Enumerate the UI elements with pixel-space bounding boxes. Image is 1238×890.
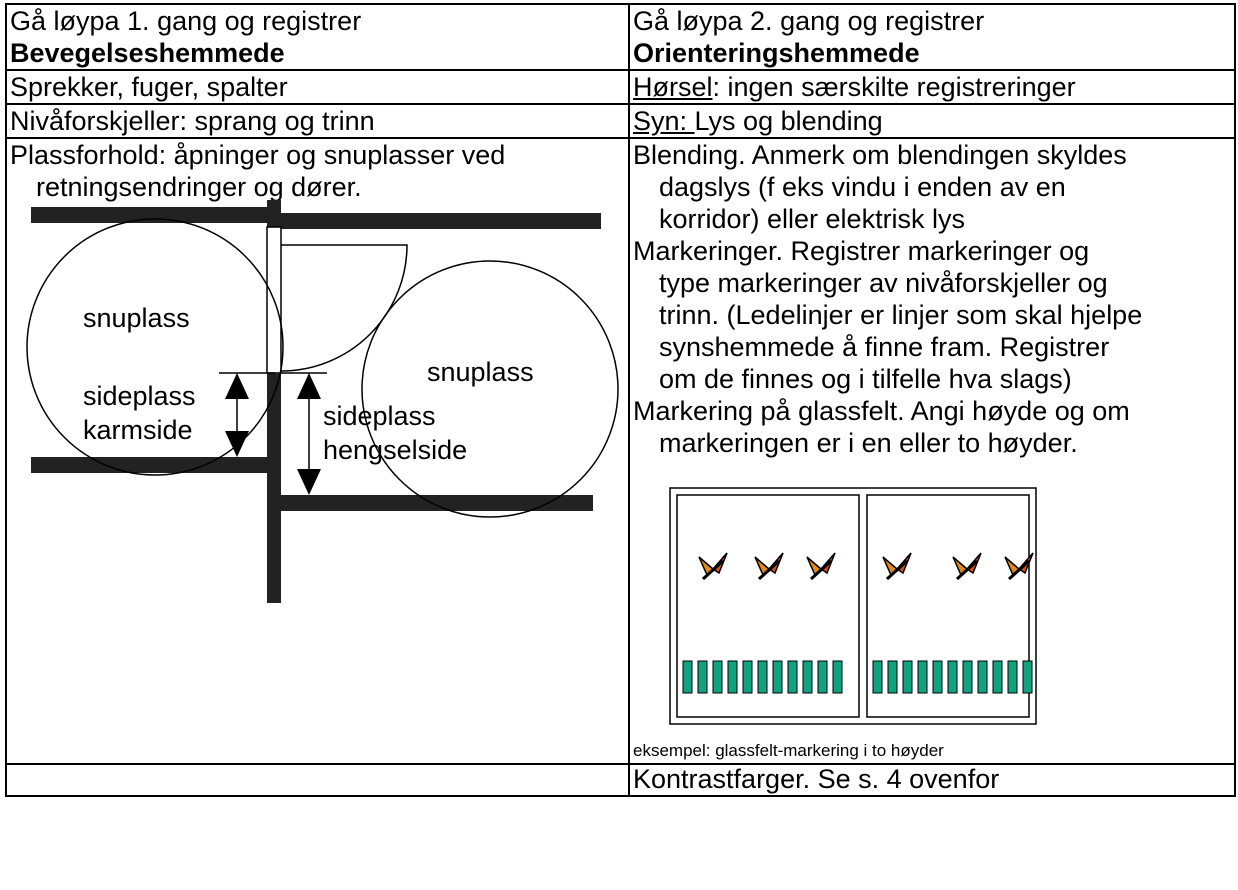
left-row-levels: Nivåforskjeller: sprang og trinn — [5, 103, 630, 139]
marking-stripe — [817, 660, 828, 694]
marking-stripe — [787, 660, 798, 694]
left-space-cell: Plassforhold: åpninger og snuplasser ved… — [5, 137, 630, 765]
butterfly-icon — [952, 552, 982, 581]
marking-stripe — [802, 660, 813, 694]
label-hengselside: hengselside — [323, 435, 467, 465]
marking-stripe — [727, 660, 738, 694]
right-header-cell: Gå løypa 2. gang og registrer Orienterin… — [628, 3, 1236, 71]
marking-stripe — [932, 660, 943, 694]
dim-left-arrow-up — [225, 373, 249, 399]
marking-stripe — [742, 660, 753, 694]
right-header-line1: Gå løypa 2. gang og registrer — [633, 6, 985, 36]
left-header-title: Bevegelseshemmede — [10, 38, 285, 68]
right-header-title: Orienteringshemmede — [633, 38, 920, 68]
markings-line4: synshemmede å finne fram. Registrer — [659, 332, 1110, 362]
label-sideplass-right: sideplass — [323, 401, 436, 431]
dim-right-arrow-down — [297, 469, 321, 495]
left-row-empty — [5, 763, 630, 797]
marking-stripe — [832, 660, 843, 694]
markings-line3: trinn. (Ledelinjer er linjer som skal hj… — [659, 300, 1143, 330]
right-vision-detail-cell: Blending. Anmerk om blendingen skyldes d… — [628, 137, 1236, 765]
glass-caption: eksempel: glassfelt-markering i to høyde… — [633, 741, 944, 760]
markings-line1: Markeringer. Registrer markeringer og — [633, 236, 1090, 266]
butterfly-icon — [754, 552, 784, 581]
glass-line1: Markering på glassfelt. Angi høyde og om — [633, 396, 1130, 426]
space-line1: Plassforhold: åpninger og snuplasser ved — [10, 140, 506, 170]
turning-circle-right — [361, 260, 619, 518]
wall-top-left — [31, 207, 275, 223]
butterfly-icon — [882, 552, 912, 581]
glare-paragraph: Blending. Anmerk om blendingen skyldes d… — [633, 139, 1231, 235]
markings-paragraph: Markeringer. Registrer markeringer og ty… — [633, 235, 1231, 395]
right-row-contrast: Kontrastfarger. Se s. 4 ovenfor — [628, 763, 1236, 797]
door-turning-diagram: snuplass snuplass sideplass karmside sid… — [26, 200, 619, 603]
butterfly-icon — [698, 552, 728, 581]
turning-circle-left — [26, 218, 284, 476]
markings-line2: type markeringer av nivåforskjeller og — [659, 268, 1108, 298]
door-swing-arc — [280, 244, 408, 372]
wall-vertical-lower — [267, 373, 281, 603]
marking-stripe — [682, 660, 693, 694]
wall-vertical-upper — [267, 200, 281, 230]
space-line2: retningsendringer og dører. — [36, 172, 362, 202]
glass-panel-illustration — [669, 487, 1037, 725]
glass-outer-frame — [669, 487, 1037, 725]
marking-stripe — [902, 660, 913, 694]
label-sideplass-left: sideplass — [83, 381, 196, 411]
glass-paragraph: Markering på glassfelt. Angi høyde og om… — [633, 395, 1231, 459]
marking-stripe — [757, 660, 768, 694]
butterfly-icon — [806, 552, 836, 581]
glass-line2: markeringen er i en eller to høyder. — [659, 428, 1078, 458]
hearing-term: Hørsel — [633, 72, 713, 102]
vision-term: Syn: — [633, 106, 695, 136]
marking-stripe — [962, 660, 973, 694]
glare-line1: Blending. Anmerk om blendingen skyldes — [633, 140, 1127, 170]
left-header-cell: Gå løypa 1. gang og registrer Bevegelses… — [5, 3, 630, 71]
label-snuplass-right: snuplass — [427, 357, 534, 387]
glare-line2: dagslys (f eks vindu i enden av en — [659, 172, 1066, 202]
right-row-hearing: Hørsel: ingen særskilte registreringer — [628, 69, 1236, 105]
marking-stripe — [947, 660, 958, 694]
marking-stripe — [992, 660, 1003, 694]
left-header-line1: Gå løypa 1. gang og registrer — [10, 6, 362, 36]
glare-line3: korridor) eller elektrisk lys — [659, 204, 966, 234]
label-snuplass-left: snuplass — [83, 303, 190, 333]
label-karmside: karmside — [83, 415, 193, 445]
space-paragraph: Plassforhold: åpninger og snuplasser ved… — [10, 139, 625, 203]
glass-pane-right — [866, 494, 1030, 718]
right-row-vision: Syn: Lys og blending — [628, 103, 1236, 139]
registration-table: Gå løypa 1. gang og registrer Bevegelses… — [5, 3, 1236, 797]
marking-stripe — [872, 660, 883, 694]
markings-line5: om de finnes og i tilfelle hva slags) — [659, 364, 1072, 394]
marking-stripe — [1007, 660, 1018, 694]
wall-bottom-left — [31, 457, 275, 473]
marking-stripe — [887, 660, 898, 694]
marking-stripe — [917, 660, 928, 694]
marking-stripe — [697, 660, 708, 694]
left-row-cracks: Sprekker, fuger, spalter — [5, 69, 630, 105]
wall-top-right — [275, 213, 601, 229]
marking-stripe — [772, 660, 783, 694]
vision-text: Lys og blending — [694, 106, 883, 136]
butterfly-icon — [1004, 552, 1034, 581]
dim-left-arrow-down — [225, 431, 249, 457]
marking-stripe — [1022, 660, 1033, 694]
hearing-text: : ingen særskilte registreringer — [712, 72, 1076, 102]
glass-pane-left — [676, 494, 860, 718]
dim-right-arrow-up — [297, 373, 321, 399]
marking-stripe — [977, 660, 988, 694]
marking-stripe — [712, 660, 723, 694]
